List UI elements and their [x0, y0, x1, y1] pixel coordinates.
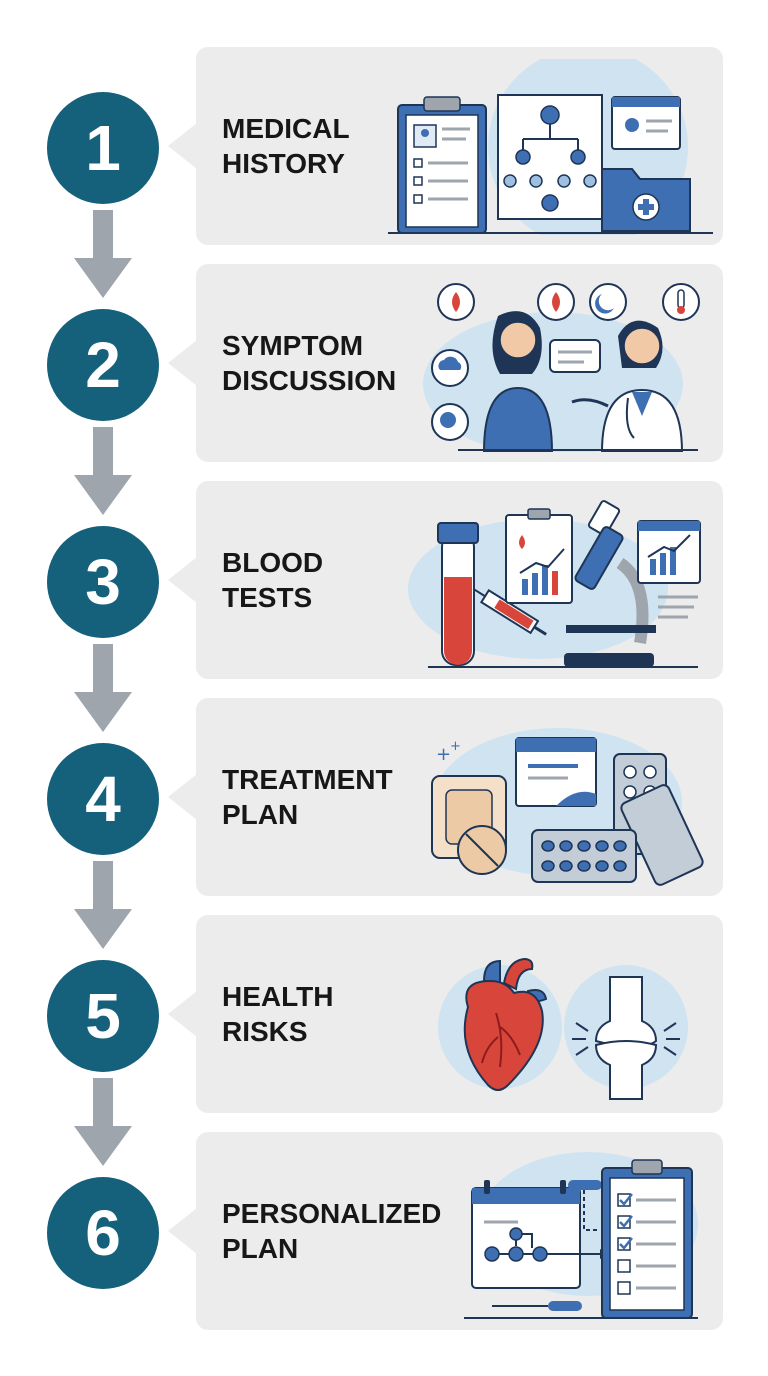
- svg-text:+: +: [436, 744, 451, 765]
- card-pointer: [168, 340, 197, 386]
- card-pointer: [168, 1208, 197, 1254]
- step-1: 1 MEDICAL HISTORY: [0, 47, 768, 247]
- step-title: TREATMENT PLAN: [222, 764, 393, 830]
- plan-checklist-icon: [464, 1152, 698, 1319]
- step-number: 5: [85, 980, 121, 1052]
- card-pointer: [168, 123, 197, 169]
- step-title: BLOOD TESTS: [222, 547, 324, 613]
- step-2: 2 SYMPTOM DISCUSSION: [0, 264, 768, 464]
- svg-text:+: +: [450, 739, 461, 754]
- card-pointer: [168, 991, 197, 1037]
- step-6: 6 PERSONALIZED PLAN: [0, 1132, 768, 1332]
- lab-test-icon: [408, 500, 701, 668]
- step-5: 5 HEALTH RISKS: [0, 915, 768, 1115]
- medical-records-icon: [388, 59, 713, 235]
- step-4: 4 TREATMENT PLAN + +: [0, 698, 768, 898]
- step-number: 4: [85, 763, 121, 835]
- step-number-badge: 4: [47, 743, 159, 855]
- card-pointer: [168, 774, 197, 820]
- step-number: 2: [85, 329, 121, 401]
- arrow-down-icon: [74, 644, 132, 732]
- medication-icon: + +: [431, 728, 704, 886]
- card-pointer: [168, 557, 197, 603]
- step-title: SYMPTOM DISCUSSION: [222, 330, 397, 396]
- step-number-badge: 2: [47, 309, 159, 421]
- step-3: 3 BLOOD TESTS: [0, 481, 768, 681]
- step-title: PERSONALIZED PLAN: [222, 1198, 442, 1264]
- step-number-badge: 5: [47, 960, 159, 1072]
- step-number-badge: 1: [47, 92, 159, 204]
- arrow-down-icon: [74, 1078, 132, 1166]
- doctor-patient-icon: [423, 283, 700, 452]
- arrow-down-icon: [74, 861, 132, 949]
- arrow-down-icon: [74, 427, 132, 515]
- step-number: 3: [85, 546, 121, 618]
- heart-joint-icon: [438, 957, 688, 1100]
- step-number-badge: 3: [47, 526, 159, 638]
- step-number: 6: [85, 1197, 121, 1269]
- step-number: 1: [85, 112, 121, 184]
- step-title: HEALTH RISKS: [222, 981, 334, 1047]
- step-title: MEDICAL HISTORY: [222, 113, 350, 179]
- arrow-down-icon: [74, 210, 132, 298]
- step-number-badge: 6: [47, 1177, 159, 1289]
